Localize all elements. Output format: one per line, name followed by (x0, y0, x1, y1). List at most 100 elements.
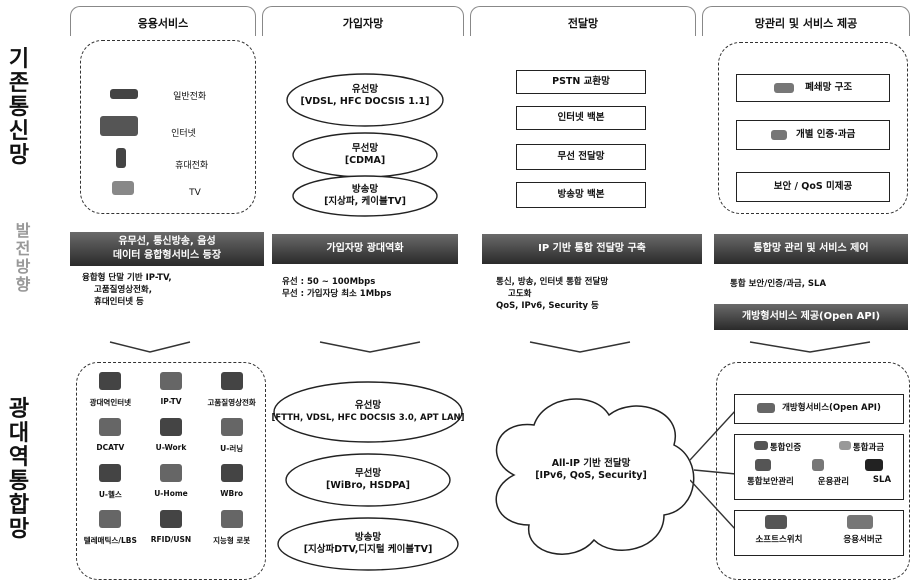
bcn-service-item: RFID/USN (141, 510, 202, 546)
bcn-access-wired: 유선망 [FTTH, VDSL, HFC DOCSIS 3.0, APT LAN… (270, 400, 466, 424)
col-header-application: 응용서비스 (70, 6, 256, 36)
bcn-servers: 소프트스위치 응용서버군 (734, 510, 904, 556)
bullet-item: 융합형 단말 기반 IP-TV, (82, 273, 172, 283)
service-label: 광대역인터넷 (89, 398, 132, 407)
mgmt-no-qos: 보안 / QoS 미제공 (736, 172, 890, 202)
existing-service-label: 인터넷 (171, 129, 196, 139)
bcn-mgmt-box (716, 362, 910, 580)
service-label: U-러닝 (220, 444, 244, 453)
billing-icon (838, 441, 851, 450)
existing-access-wireless: 무선망 [CDMA] (280, 143, 450, 167)
cloud-title: 유선망 (354, 400, 382, 411)
mgmt-label: 통합인증 (769, 443, 802, 453)
existing-access-broadcast: 방송망 [지상파, 케이블TV] (280, 184, 450, 208)
sla-icon (864, 459, 883, 471)
cloud-sub: [CDMA] (344, 155, 386, 166)
service-label: U-Work (155, 443, 187, 452)
existing-service-internet: 인터넷 (100, 116, 196, 140)
ops-icon (811, 459, 824, 471)
service-icon (159, 418, 182, 436)
book-icon (753, 441, 768, 450)
mgmt-individual-auth: 개별 인증·과금 (736, 120, 890, 150)
bcn-integrated-mgmt: 통합인증 통합과금 통합보안관리 운용관리 SLA (734, 434, 904, 500)
bullet-item: 통신, 방송, 인터넷 통합 전달망 (496, 277, 609, 287)
service-label: 지능형 로봇 (213, 536, 251, 545)
existing-service-phone: 일반전화 (110, 84, 206, 103)
existing-access-clouds (286, 73, 444, 217)
service-icon (159, 464, 182, 482)
cloud-title: 무선망 (351, 143, 379, 154)
service-icon (99, 464, 122, 482)
existing-service-tv: TV (112, 180, 201, 199)
direction-band-mgmt: 통합망 관리 및 서비스 제어 (714, 234, 908, 264)
service-label: 텔레매틱스/LBS (83, 536, 137, 545)
col-header-management: 망관리 및 서비스 제공 (702, 6, 910, 36)
bcn-service-item: 텔레매틱스/LBS (80, 510, 141, 546)
security-icon (755, 459, 772, 471)
service-icon (99, 372, 122, 390)
existing-services-box (80, 40, 256, 214)
service-icon (159, 510, 182, 528)
cloud-title: 방송망 (351, 184, 379, 195)
cloud-title: 무선망 (354, 468, 382, 479)
integrated-auth: 통합인증 (753, 441, 802, 453)
bcn-service-item: 광대역인터넷 (80, 372, 141, 408)
transport-pstn: PSTN 교환망 (516, 70, 646, 94)
mgmt-label: 응용서버군 (843, 535, 883, 545)
existing-service-label: 일반전화 (173, 92, 207, 102)
mgmt-label: 통합과금 (852, 443, 885, 453)
existing-service-mobile: 휴대전화 (116, 148, 208, 172)
service-label: WBro (220, 489, 244, 498)
service-label: 고품질영상전화 (207, 398, 256, 407)
mgmt-label: 개별 인증·과금 (795, 129, 856, 140)
mgmt-closed-network: 폐쇄망 구조 (736, 74, 890, 102)
bcn-service-item: U-Work (141, 418, 202, 454)
direction-band-transport: IP 기반 통합 전달망 구축 (482, 234, 702, 264)
service-icon (220, 464, 243, 482)
direction-bullets-transport: 통신, 방송, 인터넷 통합 전달망 고도화 QoS, IPv6, Securi… (496, 276, 696, 312)
cloud-title: 유선망 (351, 84, 379, 95)
bcn-access-wireless: 무선망 [WiBro, HSDPA] (270, 468, 466, 492)
bullet-item: 유선 : 50 ~ 100Mbps (282, 277, 376, 287)
bullet-item: QoS, IPv6, Security 등 (496, 301, 599, 311)
col-header-transport: 전달망 (470, 6, 696, 36)
pyramid-icon (773, 82, 794, 93)
bcn-service-item: U-헬스 (80, 464, 141, 500)
band-line: 데이터 융합형서비스 등장 (112, 250, 222, 261)
book-icon (770, 129, 787, 140)
existing-access-wired: 유선망 [VDSL, HFC DOCSIS 1.1] (280, 84, 450, 108)
computer-icon (100, 116, 138, 136)
tv-icon (112, 181, 134, 195)
mgmt-label: SLA (872, 475, 892, 485)
direction-band-openapi: 개방형서비스 제공(Open API) (714, 304, 908, 330)
service-icon (220, 510, 243, 528)
col-header-access: 가입자망 (262, 6, 464, 36)
transport-broadcast-backbone: 방송망 백본 (516, 182, 646, 208)
bcn-service-item: 고품질영상전화 (201, 372, 262, 408)
mobile-phone-icon (116, 148, 126, 168)
server-icon (847, 515, 873, 529)
bcn-access-broadcast: 방송망 [지상파DTV,디지털 케이블TV] (270, 532, 466, 556)
softswitch-icon (765, 515, 787, 529)
mgmt-label: 개방형서비스(Open API) (782, 403, 881, 413)
service-icon (220, 418, 243, 436)
service-icon (99, 510, 122, 528)
service-label: RFID/USN (150, 535, 192, 544)
transport-internet-backbone: 인터넷 백본 (516, 106, 646, 130)
service-label: U-헬스 (98, 490, 122, 499)
service-label: IP-TV (160, 397, 182, 406)
mgmt-label: 폐쇄망 구조 (805, 82, 853, 93)
bcn-service-item: U-Home (141, 464, 202, 500)
direction-band-services: 유무선, 통신방송, 음성 데이터 융합형서비스 등장 (70, 232, 264, 266)
band-line: 유무선, 통신방송, 음성 (118, 236, 216, 247)
mgmt-label: 통합보안관리 (746, 477, 794, 487)
direction-bullets-access: 유선 : 50 ~ 100Mbps 무선 : 가입자당 최소 1Mbps (282, 276, 462, 300)
direction-bullet-mgmt: 통합 보안/인증/과금, SLA (730, 279, 827, 289)
bcn-openapi: 개방형서비스(Open API) (734, 394, 904, 424)
bcn-service-item: U-러닝 (201, 418, 262, 454)
bullet-item: 휴대인터넷 등 (94, 297, 144, 307)
satellite-icon (757, 402, 776, 413)
